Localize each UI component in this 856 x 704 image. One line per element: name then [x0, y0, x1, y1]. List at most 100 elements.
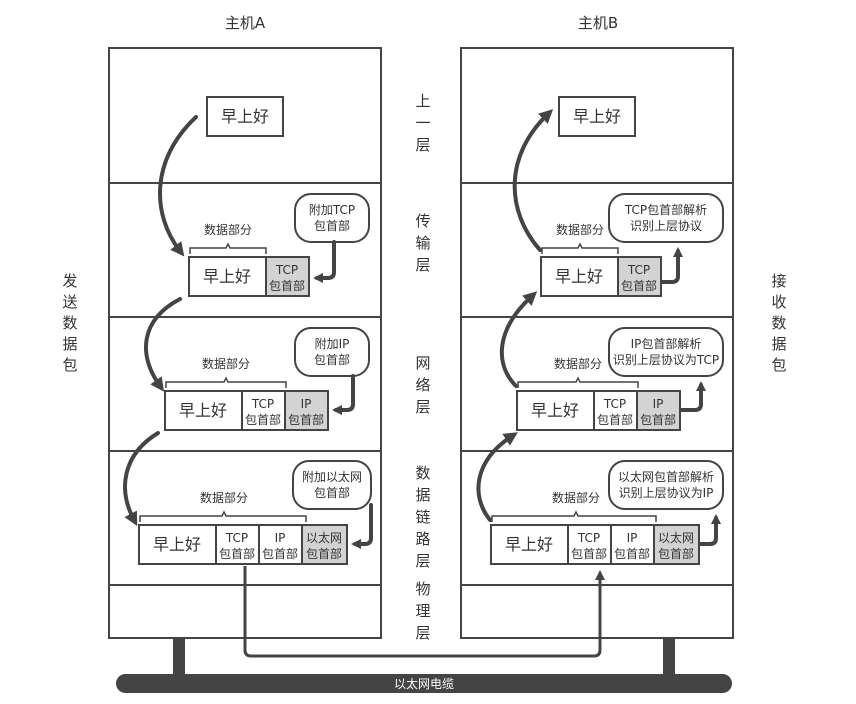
a-tcp-note-2: 包首部 [314, 218, 350, 233]
layer-transport-2: 输 [415, 234, 430, 252]
a-eth-tcp-1: TCP [225, 531, 248, 545]
send-label: 发 送 数 据 包 [62, 272, 77, 374]
b-ip-msg: 早上好 [531, 401, 579, 420]
a-tcp-note-1: 附加TCP [309, 203, 355, 217]
host-a-arrows [123, 115, 373, 549]
b-ip-note-2: 识别上层协议为TCP [613, 352, 719, 367]
host-a-title: 主机A [225, 14, 266, 32]
physical-link-arrow [243, 566, 605, 658]
host-b-stack [460, 47, 734, 639]
a-eth-ip-box [258, 524, 303, 565]
b-eth-header-2: 包首部 [658, 546, 694, 561]
a-eth-ip-1: IP [275, 531, 286, 545]
layer-physical-3: 层 [415, 624, 430, 642]
b-ip-tcp-2: 包首部 [597, 412, 633, 427]
a-ip-data-part: 数据部分 [202, 356, 250, 371]
a-ip-note-1: 附加IP [315, 337, 350, 351]
b-eth-tcp-box [567, 524, 612, 565]
a-tcp-msg: 早上好 [203, 267, 251, 286]
a-ip-header-box [284, 390, 329, 431]
host-a-post [173, 638, 185, 676]
b-upper-message-box [558, 96, 636, 137]
b-tcp-header-box [617, 256, 662, 297]
a-tcp-header-2: 包首部 [269, 278, 305, 293]
b-eth-tcp-2: 包首部 [571, 546, 607, 561]
a-ip-header-2: 包首部 [288, 412, 324, 427]
a-eth-msg: 早上好 [153, 535, 201, 554]
b-tcp-note-bubble [608, 193, 724, 243]
a-eth-header-box [301, 524, 348, 565]
b-ip-header-1: IP [653, 397, 664, 411]
b-tcp-header-1: TCP [627, 263, 650, 277]
b-eth-ip-2: 包首部 [614, 546, 650, 561]
b-eth-data-part: 数据部分 [552, 490, 600, 505]
layer-transport-3: 层 [415, 256, 430, 274]
layer-upper-2: 一 [415, 114, 430, 132]
a-eth-tcp-box [215, 524, 260, 565]
receive-char-4: 据 [771, 335, 786, 353]
b-eth-tcp-1: TCP [577, 531, 600, 545]
b-eth-note-1: 以太网包首部解析 [618, 469, 714, 484]
send-char-5: 包 [62, 356, 77, 374]
layer-transport-1: 传 [415, 212, 430, 230]
ethernet-cable-label: 以太网电缆 [394, 676, 454, 691]
layer-datalink-2: 据 [415, 486, 430, 504]
receive-char-2: 收 [771, 293, 786, 311]
b-eth-msg: 早上好 [505, 535, 553, 554]
a-tcp-header-box [265, 256, 310, 297]
b-ip-note-1: IP包首部解析 [631, 336, 702, 351]
b-eth-header-box [653, 524, 700, 565]
receive-char-5: 包 [771, 356, 786, 374]
a-tcp-header-1: TCP [275, 263, 298, 277]
a-eth-note-1: 附加以太网 [302, 469, 362, 484]
layer-datalink-4: 路 [415, 530, 430, 548]
receive-char-3: 数 [771, 314, 786, 332]
a-ip-tcp-box [241, 390, 286, 431]
b-tcp-msg-box [540, 256, 619, 297]
b-tcp-note-2: 识别上层协议 [630, 218, 702, 233]
receive-label: 接 收 数 据 包 [771, 272, 786, 374]
b-ip-msg-box [516, 390, 595, 431]
b-tcp-note-1: TCP包首部解析 [624, 202, 707, 217]
b-eth-msg-box [490, 524, 569, 565]
ethernet-cable [116, 674, 732, 693]
b-ip-data-part: 数据部分 [554, 356, 602, 371]
host-b-arrows [476, 109, 721, 546]
b-tcp-msg: 早上好 [555, 267, 603, 286]
a-tcp-data-part: 数据部分 [204, 222, 252, 237]
send-char-2: 送 [62, 293, 77, 311]
host-b-post [663, 638, 675, 676]
layer-datalink-3: 链 [415, 508, 430, 526]
send-char-3: 数 [62, 314, 77, 332]
b-eth-note-2: 识别上层协议为IP [619, 485, 714, 500]
b-eth-ip-1: IP [627, 531, 638, 545]
a-ip-tcp-2: 包首部 [245, 412, 281, 427]
b-ip-note-bubble [608, 327, 724, 377]
a-ip-tcp-1: TCP [251, 397, 274, 411]
a-upper-message: 早上好 [221, 107, 269, 126]
b-tcp-header-2: 包首部 [621, 278, 657, 293]
a-ip-note-bubble [294, 327, 370, 377]
layer-upper-3: 层 [415, 136, 430, 154]
b-ip-tcp-1: TCP [603, 397, 626, 411]
b-eth-note-bubble [608, 460, 724, 510]
layer-network-2: 络 [415, 376, 430, 394]
layer-physical-1: 物 [415, 580, 430, 598]
send-char-4: 据 [62, 335, 77, 353]
layer-datalink-1: 数 [415, 464, 430, 482]
host-b-title: 主机B [578, 14, 618, 32]
b-tcp-data-part: 数据部分 [556, 222, 604, 237]
a-upper-message-box [206, 96, 284, 137]
layer-network-1: 网 [415, 354, 430, 372]
a-eth-ip-2: 包首部 [262, 546, 298, 561]
layer-upper-1: 上 [415, 92, 430, 110]
b-ip-header-box [636, 390, 681, 431]
a-ip-note-2: 包首部 [314, 352, 350, 367]
a-eth-header-1: 以太网 [306, 530, 342, 545]
a-eth-data-part: 数据部分 [200, 490, 248, 505]
a-eth-note-2: 包首部 [314, 485, 350, 500]
layer-labels: 上 一 层 传 输 层 网 络 层 数 据 链 路 层 物 理 层 [415, 92, 430, 642]
layer-physical-2: 理 [415, 602, 430, 620]
a-ip-header-1: IP [301, 397, 312, 411]
